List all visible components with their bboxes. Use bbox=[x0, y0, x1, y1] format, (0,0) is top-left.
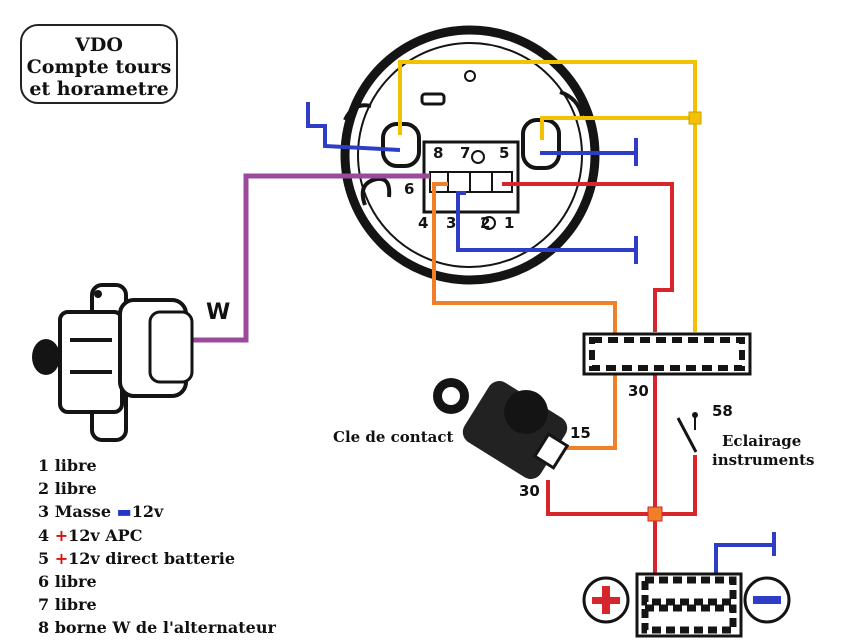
ignition-key-icon bbox=[433, 378, 570, 479]
red-wire-battery bbox=[502, 182, 697, 576]
legend-row-5: 5 +12v direct batterie bbox=[38, 548, 236, 568]
yellow-wire-lighting bbox=[398, 60, 697, 332]
pin-1-label: 1 bbox=[504, 214, 514, 232]
legend-row-4: 4 +12v APC bbox=[38, 525, 143, 545]
w-terminal-label: W bbox=[206, 300, 231, 325]
pin-4-label: 4 bbox=[418, 214, 428, 232]
minus-sign-icon: ▬ bbox=[116, 502, 132, 522]
pin-7-label: 7 bbox=[460, 144, 470, 162]
title-box: VDO Compte tours et horametre bbox=[20, 24, 178, 104]
legend-row-1: 1 libre bbox=[38, 456, 97, 475]
pin-6-label: 6 bbox=[404, 180, 414, 198]
violet-wire-w bbox=[192, 173, 430, 343]
lighting-label-line-1: Eclairage bbox=[722, 432, 802, 450]
plus-sign-icon: + bbox=[54, 525, 69, 545]
red-junction bbox=[647, 506, 663, 522]
legend-row-6: 6 libre bbox=[38, 572, 97, 592]
pin-legend: 1 libre 2 libre 3 Masse ▬12v 4 +12v APC … bbox=[38, 454, 276, 640]
title-line-3: et horametre bbox=[29, 78, 169, 100]
pin-3-label: 3 bbox=[446, 214, 456, 232]
alternator-icon bbox=[32, 283, 194, 442]
title-line-1: VDO bbox=[75, 34, 123, 56]
pin-8-label: 8 bbox=[433, 144, 443, 162]
legend-row-3: 3 Masse ▬12v bbox=[38, 502, 164, 522]
terminal-58-label: 58 bbox=[712, 402, 733, 420]
blue-wire-ground bbox=[306, 102, 776, 576]
legend-row-7: 7 libre bbox=[38, 595, 97, 615]
pin-2-label: 2 bbox=[480, 214, 490, 232]
switch-icon bbox=[676, 412, 698, 453]
yellow-junction bbox=[688, 111, 702, 125]
legend-row-8: 8 borne W de l'alternateur bbox=[38, 618, 276, 638]
ignition-key-label: Cle de contact bbox=[333, 428, 454, 446]
title-line-2: Compte tours bbox=[26, 56, 172, 78]
pin-5-label: 5 bbox=[499, 144, 509, 162]
terminal-15-label: 15 bbox=[570, 424, 591, 442]
plus-sign-icon: + bbox=[54, 548, 69, 568]
fuse-box-icon bbox=[582, 332, 752, 376]
orange-wire-apc bbox=[432, 182, 617, 450]
battery-icon bbox=[582, 572, 791, 638]
legend-row-2: 2 libre bbox=[38, 479, 97, 499]
terminal-30-fuse-label: 30 bbox=[628, 382, 649, 400]
terminal-30-key-label: 30 bbox=[519, 482, 540, 500]
lighting-label-line-2: instruments bbox=[712, 451, 815, 469]
